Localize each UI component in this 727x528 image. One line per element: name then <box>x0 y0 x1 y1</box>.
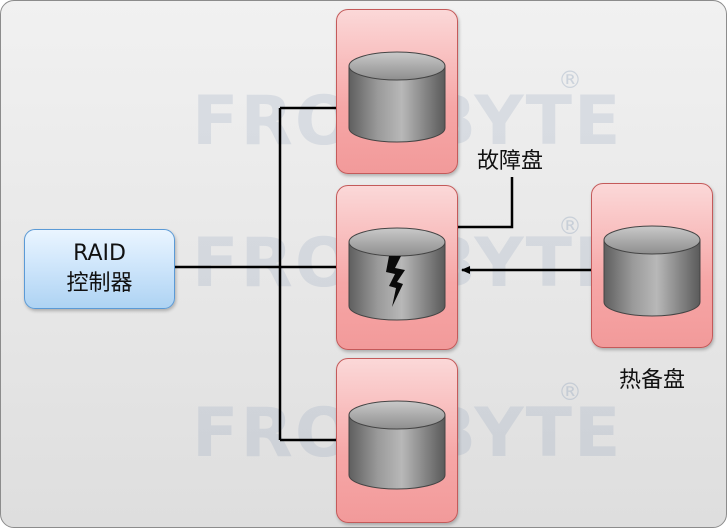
raid-controller-line1: RAID <box>73 241 126 266</box>
disk-middle-failed <box>336 185 458 350</box>
hot-spare-cylinder-icon <box>603 225 701 317</box>
hot-spare-label: 热备盘 <box>619 368 686 393</box>
disk-cylinder-icon <box>348 51 446 143</box>
disk-hot-spare <box>591 183 713 348</box>
registered-mark-bottom: ® <box>558 378 582 406</box>
disk-top <box>336 9 458 174</box>
disk-bottom <box>336 358 458 523</box>
failed-disk-pointer <box>448 177 514 231</box>
crack-icon <box>386 256 405 307</box>
raid-controller-line2: 控制器 <box>66 271 133 296</box>
registered-mark-middle: ® <box>558 212 582 240</box>
failed-disk-label: 故障盘 <box>477 149 544 174</box>
disk-cylinder-icon <box>348 400 446 490</box>
raid-controller-box: RAID 控制器 <box>24 229 175 309</box>
failed-disk-cylinder-icon <box>348 227 446 321</box>
registered-mark-top: ® <box>558 66 582 94</box>
